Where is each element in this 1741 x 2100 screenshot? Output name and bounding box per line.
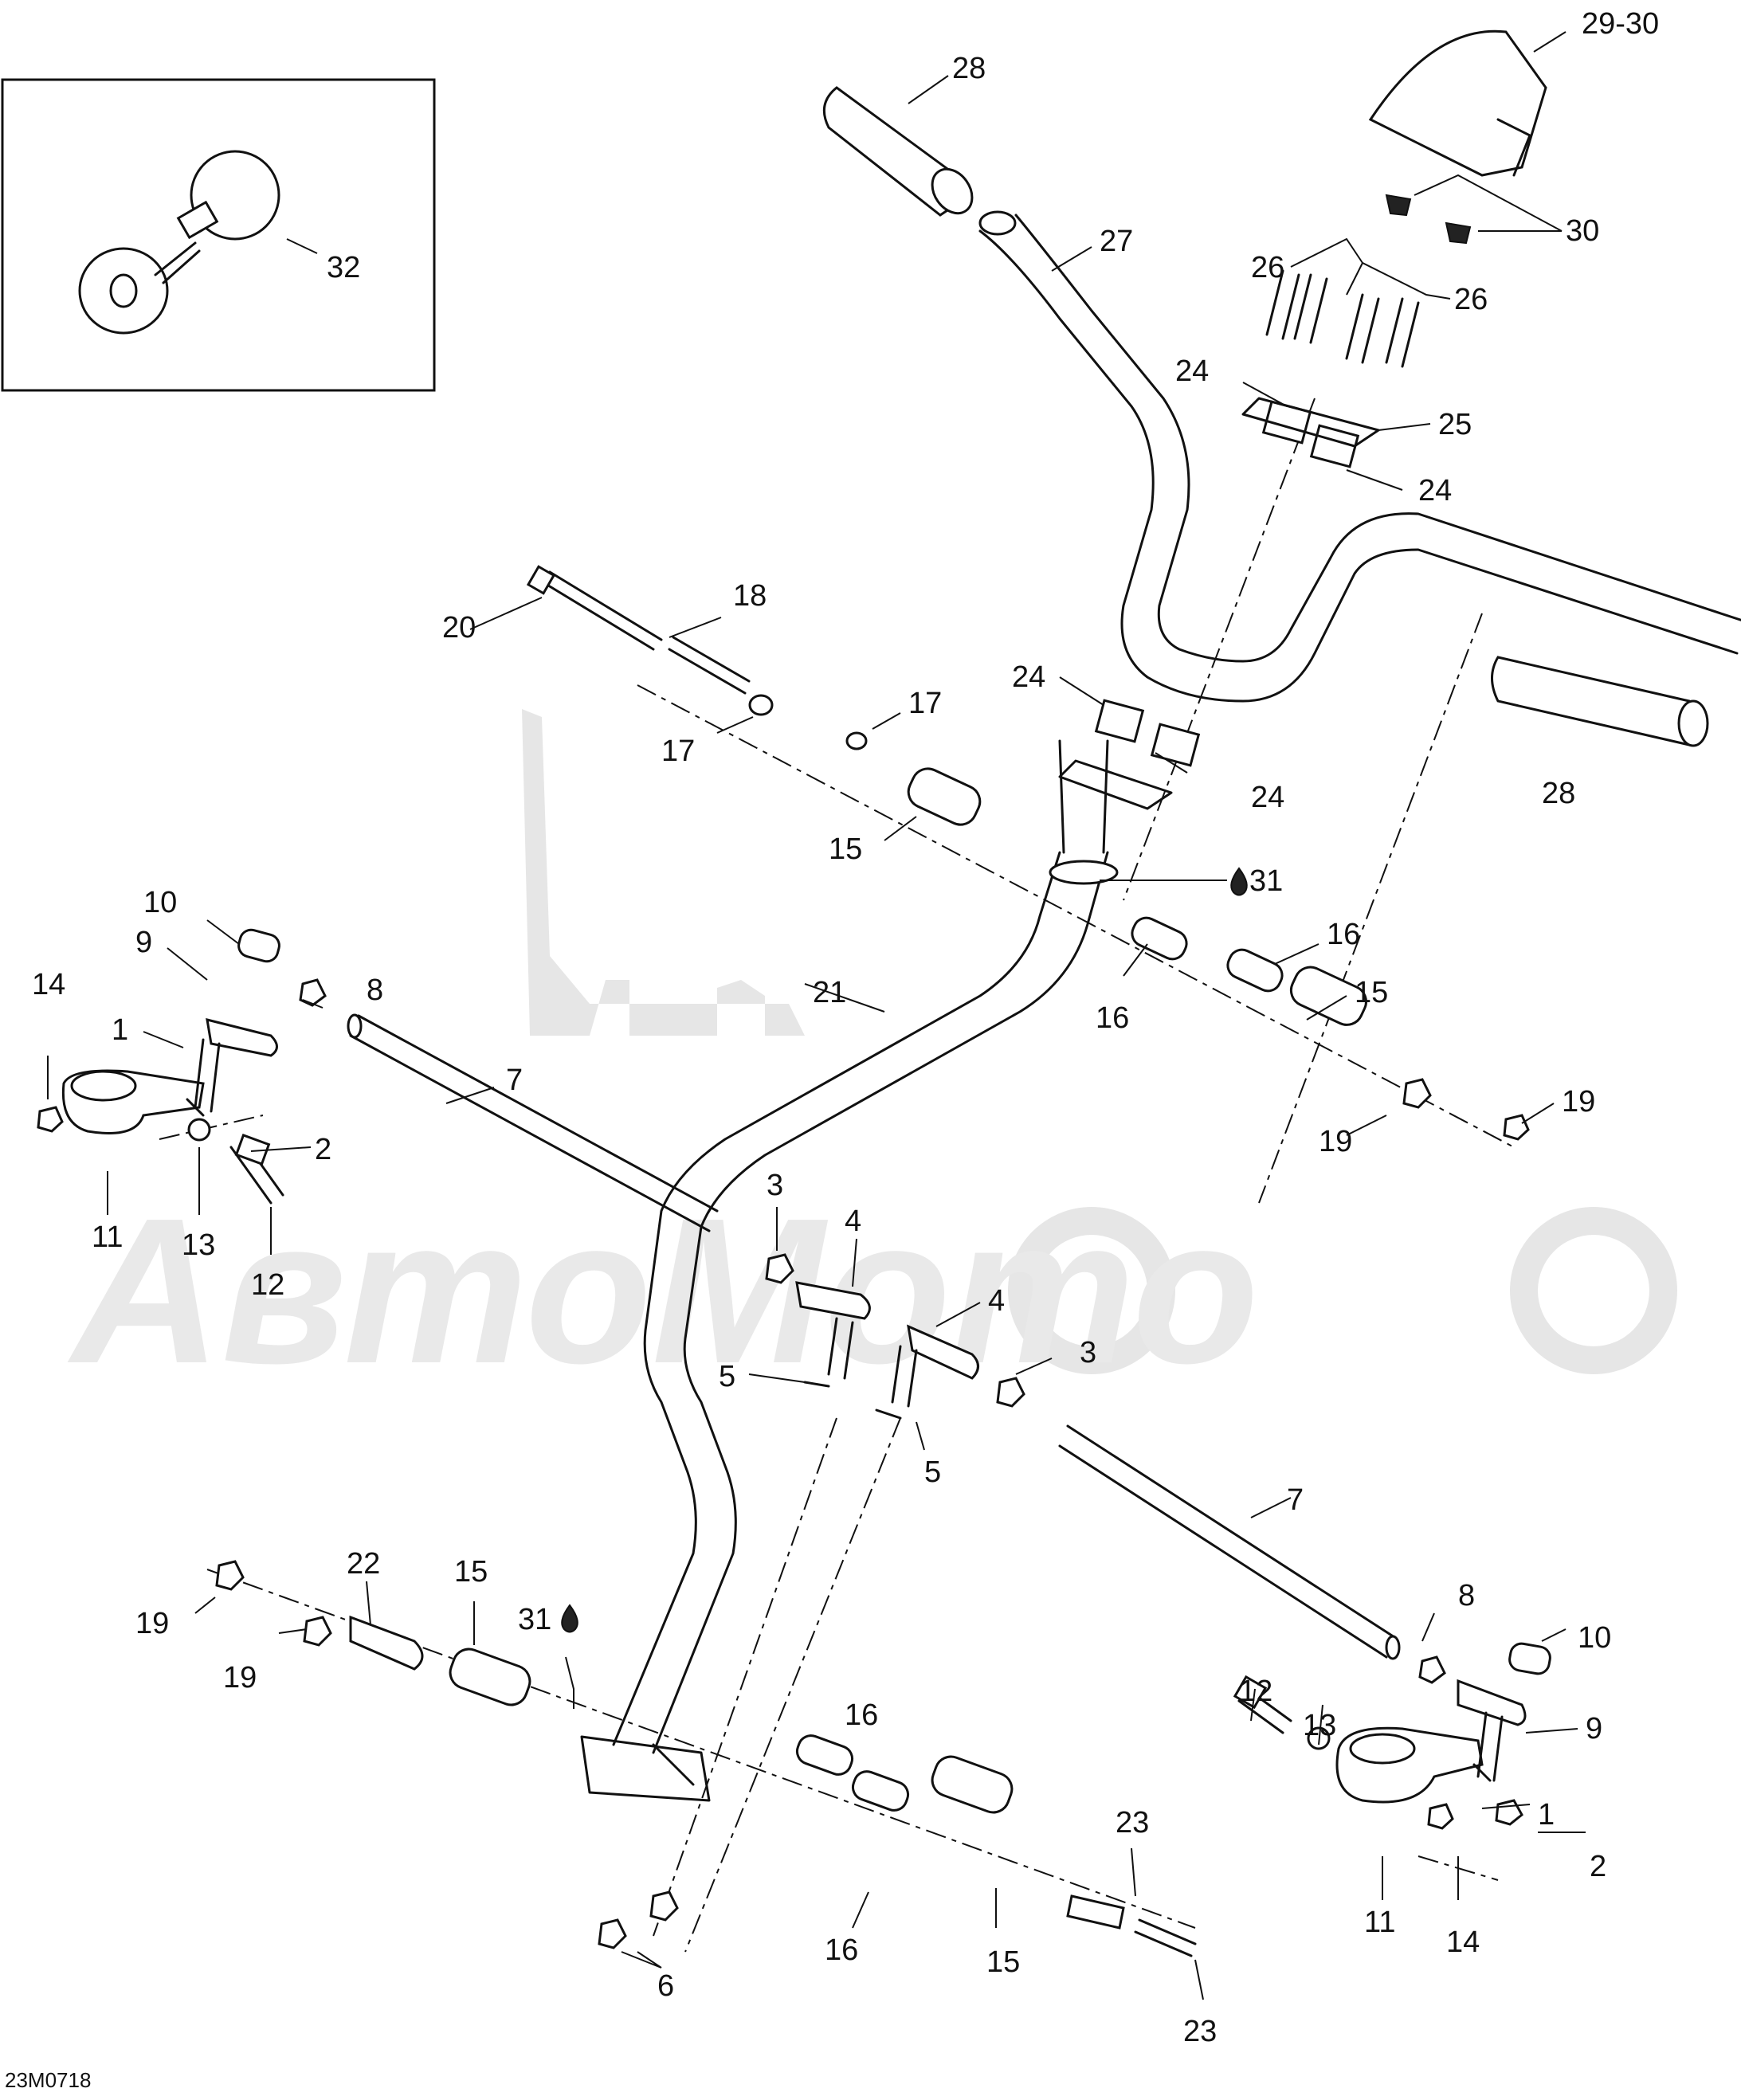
callout-2-right: 2 xyxy=(1590,1850,1606,1883)
callout-7-right: 7 xyxy=(1287,1483,1304,1517)
callout-24-mid-left: 24 xyxy=(1012,660,1045,694)
callout-19-right-top: 19 xyxy=(1562,1085,1595,1119)
callout-16-lower-bottom: 16 xyxy=(825,1933,858,1967)
callout-31-lower: 31 xyxy=(518,1603,551,1636)
callout-1-left: 1 xyxy=(112,1013,128,1047)
callout-19-left-top: 19 xyxy=(135,1607,169,1640)
callout-24-top-left: 24 xyxy=(1175,355,1209,388)
callout-10-left: 10 xyxy=(143,886,177,919)
callout-14-right: 14 xyxy=(1446,1926,1480,1959)
callout-24-mid-right: 24 xyxy=(1251,781,1284,814)
callout-29-30: 29-30 xyxy=(1582,7,1659,41)
callout-21: 21 xyxy=(813,976,846,1009)
callout-32: 32 xyxy=(327,251,360,284)
callout-10-right: 10 xyxy=(1578,1621,1611,1655)
handlebar xyxy=(978,210,1741,703)
oil-drop-icon xyxy=(561,1604,578,1633)
brackets-15 xyxy=(449,767,1367,1814)
callout-22: 22 xyxy=(347,1547,380,1581)
callout-25: 25 xyxy=(1438,408,1472,441)
callout-15-lower-right: 15 xyxy=(986,1945,1020,1979)
callout-15-upper: 15 xyxy=(829,833,862,866)
callout-6: 6 xyxy=(657,1969,674,2003)
callout-5-left: 5 xyxy=(719,1360,735,1393)
callout-12-left: 12 xyxy=(251,1268,284,1302)
callout-24-top-right: 24 xyxy=(1418,474,1452,507)
callout-23-upper: 23 xyxy=(1116,1806,1149,1839)
callout-18: 18 xyxy=(733,579,767,613)
callout-11-left: 11 xyxy=(92,1220,123,1254)
spacers-16 xyxy=(795,916,1284,1812)
callout-26-left: 26 xyxy=(1251,251,1284,284)
callout-16-right: 16 xyxy=(1327,918,1360,951)
callout-28-upper: 28 xyxy=(952,52,986,85)
callout-28-lower: 28 xyxy=(1542,777,1575,810)
lower-hardware xyxy=(349,1615,1197,1957)
callout-8-right: 8 xyxy=(1458,1579,1475,1612)
bolts-26 xyxy=(1265,269,1420,368)
nuts-19 xyxy=(215,1078,1530,1647)
steering-column xyxy=(580,739,1119,1802)
callout-3-right: 3 xyxy=(1080,1336,1096,1369)
callout-19-left-bottom: 19 xyxy=(223,1661,257,1694)
callout-27: 27 xyxy=(1100,225,1133,258)
callout-11-right: 11 xyxy=(1364,1906,1395,1939)
callout-2-left: 2 xyxy=(315,1133,331,1166)
ball-joints xyxy=(765,1253,1025,1420)
callout-15-lower-left: 15 xyxy=(454,1555,488,1589)
callout-labels: 28 29-30 30 27 26 26 32 24 25 24 18 20 2… xyxy=(32,7,1659,2048)
callout-5-right: 5 xyxy=(924,1456,941,1489)
grips xyxy=(822,86,1709,747)
callout-17-left: 17 xyxy=(661,735,695,768)
oil-drop-icon xyxy=(1230,867,1248,896)
callout-13-left: 13 xyxy=(182,1228,215,1262)
callout-4-left: 4 xyxy=(845,1205,861,1238)
callout-16-mid: 16 xyxy=(1096,1001,1129,1035)
callout-3-left: 3 xyxy=(767,1169,783,1202)
tie-rods xyxy=(347,1013,1401,1660)
callout-31-upper: 31 xyxy=(1249,864,1283,898)
callout-30: 30 xyxy=(1566,214,1599,248)
callout-17-right: 17 xyxy=(908,687,942,720)
callout-1-right: 1 xyxy=(1538,1798,1555,1832)
callout-26-right: 26 xyxy=(1454,283,1488,316)
left-steering-arm xyxy=(37,928,327,1205)
clamps-upper xyxy=(1058,397,1380,810)
callout-4-right: 4 xyxy=(988,1284,1005,1318)
callout-19-right-mid: 19 xyxy=(1319,1125,1352,1158)
drawing-code: 23M0718 xyxy=(5,2068,91,2092)
assembly-axes xyxy=(159,398,1515,1953)
callout-13-right: 13 xyxy=(1303,1709,1336,1742)
callout-7-left: 7 xyxy=(506,1064,523,1097)
watermark: АвтоМото xyxy=(65,709,1677,1407)
callout-20: 20 xyxy=(442,611,476,644)
upper-tie-rod-bolts xyxy=(526,565,868,750)
callout-12-right: 12 xyxy=(1239,1675,1272,1708)
callout-15-right: 15 xyxy=(1355,976,1388,1009)
callout-23-lower: 23 xyxy=(1183,2015,1217,2048)
callout-8-left: 8 xyxy=(367,974,383,1007)
callout-14-left: 14 xyxy=(32,968,65,1001)
callout-9-right: 9 xyxy=(1586,1712,1602,1745)
top-cover xyxy=(1368,29,1547,245)
callout-16-lower-top: 16 xyxy=(845,1698,878,1732)
leader-lines xyxy=(47,31,1586,2000)
callout-9-left: 9 xyxy=(135,926,152,959)
right-steering-arm xyxy=(1233,1642,1551,1830)
inset-horn xyxy=(1,78,436,392)
